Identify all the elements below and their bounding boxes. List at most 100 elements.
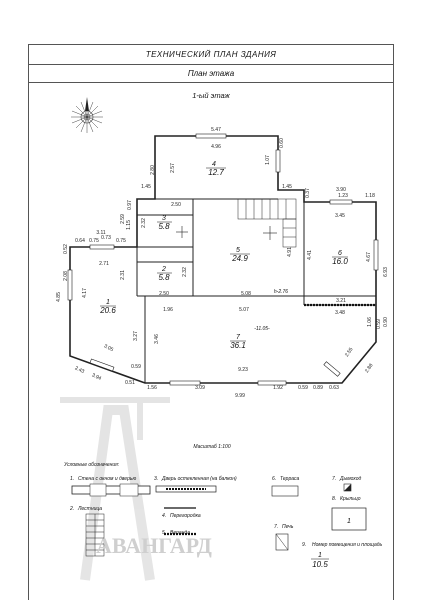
ceiling-height-note: h-2.76 (274, 289, 288, 295)
svg-text:2.: 2. (69, 506, 74, 512)
svg-text:3.21: 3.21 (336, 298, 346, 304)
compass-rose-icon (71, 97, 103, 133)
svg-text:2.43: 2.43 (74, 365, 86, 375)
svg-text:7.: 7. (332, 476, 336, 482)
room-4-number: 4 (212, 161, 216, 168)
legend-item-wall: 1. Стена с окном и дверью (70, 476, 151, 497)
svg-text:1.92: 1.92 (273, 385, 283, 391)
svg-text:0.75: 0.75 (116, 238, 126, 244)
svg-text:3.90: 3.90 (336, 187, 346, 193)
svg-text:1.96: 1.96 (163, 307, 173, 313)
room-2-area: 5.8 (158, 273, 170, 282)
svg-text:Стена с окном и дверью: Стена с окном и дверью (78, 476, 136, 482)
legend-item-stairs: 2. Лестница (69, 506, 105, 557)
svg-text:2.32: 2.32 (182, 267, 188, 277)
legend-item-stove: 7. Печь (274, 524, 294, 551)
svg-text:1: 1 (347, 518, 351, 525)
svg-text:3.45: 3.45 (335, 213, 345, 219)
svg-text:7.: 7. (274, 524, 278, 530)
svg-text:3.11: 3.11 (96, 230, 106, 236)
room-4-area: 12.7 (208, 168, 224, 177)
legend-header: Условные обозначения: (64, 462, 120, 468)
svg-text:4.85: 4.85 (56, 292, 62, 302)
svg-text:1.23: 1.23 (338, 193, 348, 199)
svg-text:9.23: 9.23 (238, 367, 248, 373)
room-5-number: 5 (236, 247, 240, 254)
svg-text:0.51: 0.51 (125, 380, 135, 386)
svg-text:0.60: 0.60 (279, 138, 285, 148)
svg-text:2.55: 2.55 (344, 347, 355, 359)
svg-text:0.59: 0.59 (376, 319, 382, 329)
svg-text:4.96: 4.96 (211, 144, 221, 150)
svg-text:1.45: 1.45 (282, 184, 292, 190)
legend-item-veranda: 5. Веранда (162, 530, 196, 536)
svg-text:3.: 3. (154, 476, 158, 482)
scale-label: Масштаб 1:100 (193, 444, 230, 450)
svg-text:1.45: 1.45 (141, 184, 151, 190)
svg-text:0.73: 0.73 (101, 235, 111, 241)
svg-text:4.: 4. (162, 513, 166, 519)
legend-item-terrace: 6. Терраса (271, 476, 300, 497)
plan-title: ТЕХНИЧЕСКИЙ ПЛАН ЗДАНИЯ (29, 45, 393, 65)
svg-text:0.63: 0.63 (329, 385, 339, 391)
room-1-area: 20.6 (99, 306, 116, 315)
inner-walls (136, 198, 376, 383)
legend-item-chimney: 7. Дымоход (332, 476, 362, 492)
svg-text:2.88: 2.88 (364, 363, 375, 375)
legend-item-glazed-door: 3. Дверь остекленная (на балкон) (154, 476, 237, 493)
svg-text:0.64: 0.64 (75, 238, 85, 244)
svg-text:0.52: 0.52 (63, 244, 69, 254)
svg-text:5.08: 5.08 (241, 291, 251, 297)
svg-text:2.08: 2.08 (63, 271, 69, 281)
room-5-area: 24.9 (231, 254, 248, 263)
svg-text:8.: 8. (332, 496, 336, 502)
svg-text:9.99: 9.99 (235, 393, 245, 399)
svg-text:Дымоход: Дымоход (339, 476, 362, 482)
svg-text:1.18: 1.18 (365, 193, 375, 199)
svg-text:1.15: 1.15 (126, 220, 132, 230)
plan-subtitle: План этажа (29, 65, 393, 83)
svg-text:6.93: 6.93 (383, 267, 389, 277)
svg-text:Перегородка: Перегородка (170, 513, 201, 519)
svg-text:2.32: 2.32 (141, 218, 147, 228)
level-marker-icon (176, 226, 277, 240)
svg-text:0.75: 0.75 (89, 238, 99, 244)
svg-text:Крыльцо: Крыльцо (340, 496, 361, 502)
svg-text:4.67: 4.67 (366, 252, 372, 262)
room-1-number: 1 (106, 299, 110, 306)
svg-text:2.59: 2.59 (120, 214, 126, 224)
room-2-number: 2 (161, 266, 166, 273)
stairs-icon (85, 513, 105, 557)
room-6-number: 6 (338, 250, 342, 257)
svg-text:2.57: 2.57 (170, 163, 176, 173)
dimension-labels: 5.47 4.96 2.80 2.57 1.07 0.60 1.45 1.45 … (56, 127, 389, 399)
legend-item-room-label: 9. Номер помещения и площадь 1 10.5 (302, 542, 383, 569)
svg-text:0.90: 0.90 (383, 317, 389, 327)
svg-text:Печь: Печь (282, 524, 294, 530)
plan-sheet: ТЕХНИЧЕСКИЙ ПЛАН ЗДАНИЯ План этажа 1-ый … (28, 44, 394, 600)
room-3-area: 5.8 (158, 222, 170, 231)
level-note: -11.05- (254, 326, 270, 332)
watermark-text: АВАНГАРД (96, 533, 212, 558)
staircase-icon (237, 198, 297, 248)
svg-text:Лестница: Лестница (77, 506, 102, 512)
legend-item-partition: 4. Перегородка (162, 507, 201, 519)
svg-text:Терраса: Терраса (280, 476, 300, 482)
svg-text:2.50: 2.50 (159, 291, 169, 297)
room-7-area: 36.1 (230, 341, 246, 350)
svg-text:4.91: 4.91 (287, 247, 293, 257)
svg-text:1.: 1. (70, 476, 74, 482)
svg-text:3.46: 3.46 (154, 334, 160, 344)
svg-text:9.: 9. (302, 542, 306, 548)
svg-text:2.71: 2.71 (99, 261, 109, 267)
svg-text:3.27: 3.27 (133, 331, 139, 341)
svg-text:Номер помещения и площадь: Номер помещения и площадь (312, 542, 383, 548)
svg-text:0.97: 0.97 (127, 200, 133, 210)
svg-text:Дверь остекленная (на балкон): Дверь остекленная (на балкон) (161, 476, 237, 482)
svg-text:0.37: 0.37 (305, 188, 311, 198)
svg-text:10.5: 10.5 (312, 560, 328, 569)
room-3-number: 3 (162, 215, 166, 222)
svg-text:4.41: 4.41 (307, 250, 313, 260)
svg-text:2.31: 2.31 (120, 270, 126, 280)
